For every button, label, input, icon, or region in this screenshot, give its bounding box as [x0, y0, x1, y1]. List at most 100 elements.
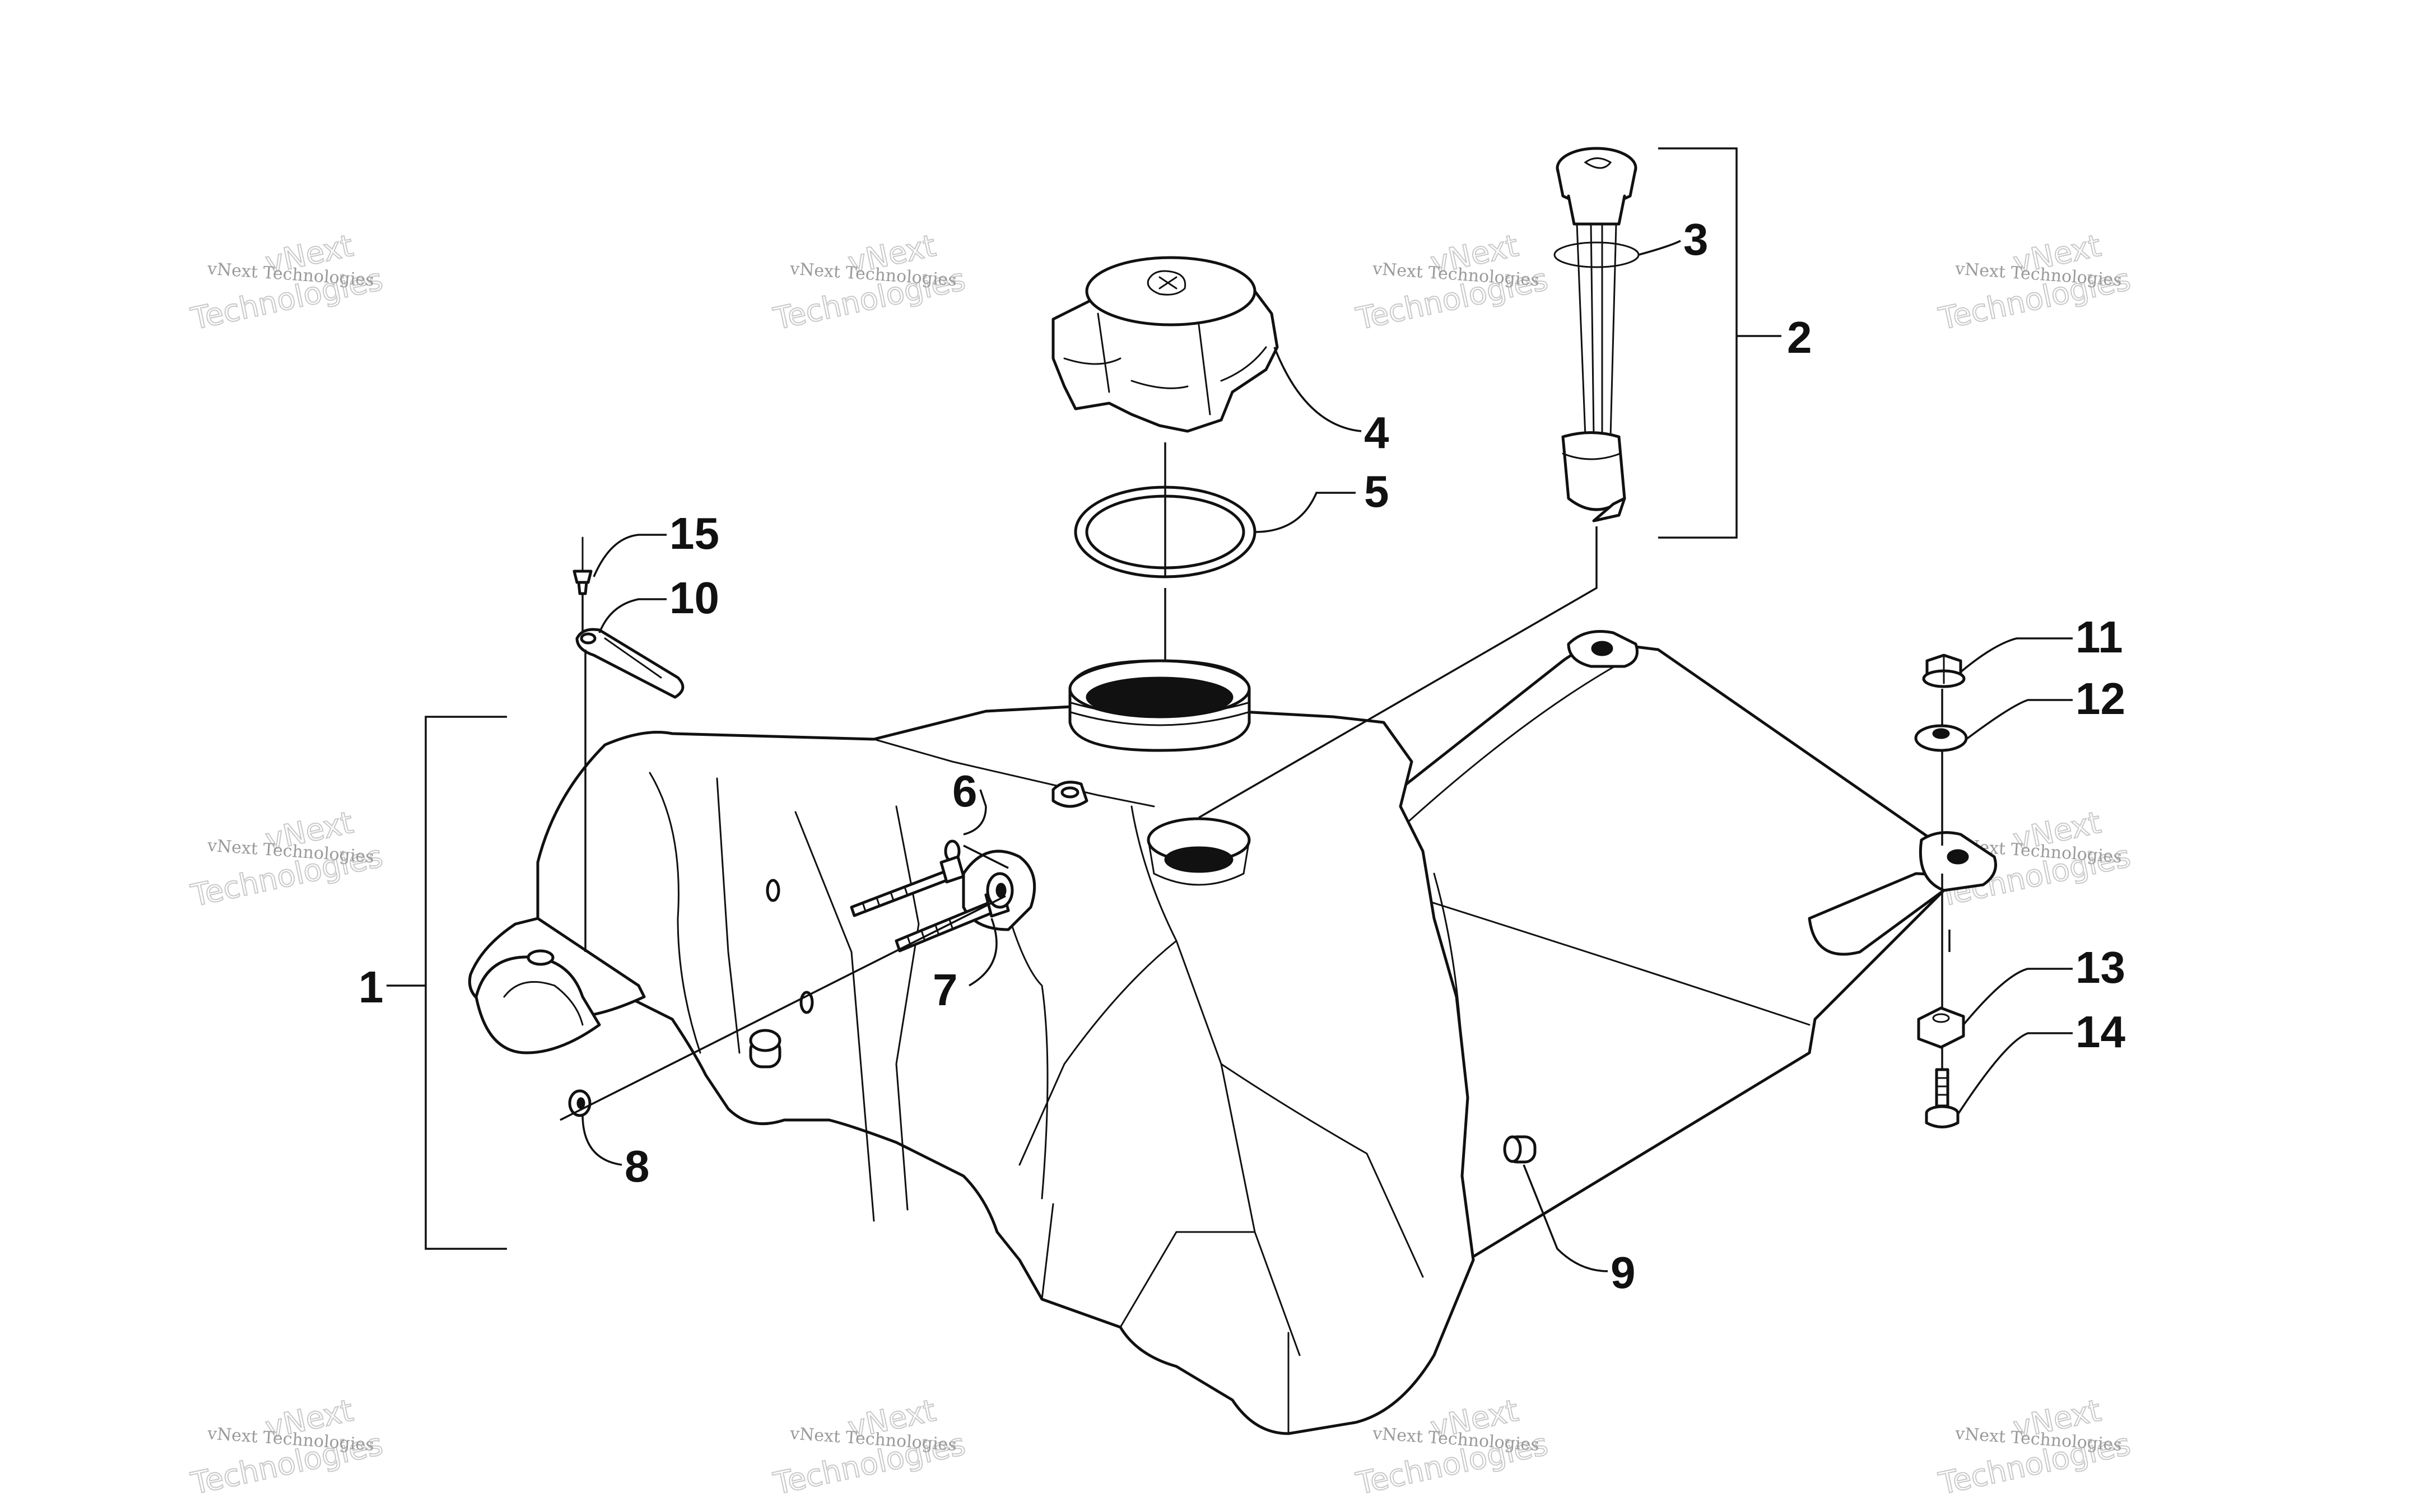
leader-5 [1254, 492, 1356, 533]
tank-vent-hole [1060, 786, 1079, 799]
hex-bolt-shank [1935, 1068, 1949, 1108]
watermark: vNext Technologies vNext Technologies [770, 1392, 969, 1502]
tank-contour [716, 777, 741, 1054]
fuel-tank [468, 630, 1997, 1435]
assembly-lines [560, 442, 1951, 1121]
tank-contour [1018, 940, 1178, 1166]
gauge-cap-detail [1584, 157, 1612, 169]
rivet-body [577, 581, 588, 595]
leader-9 [1523, 1164, 1608, 1272]
tank-front-mount-hole [1591, 641, 1613, 656]
tank-contour [794, 811, 875, 1222]
fuel-gauge-sender [1553, 147, 1640, 522]
leader-6 [963, 789, 987, 836]
callout-7: 7 [933, 965, 958, 1015]
gauge-oring [1553, 241, 1640, 268]
flange-nut [1922, 654, 1966, 688]
leader-12 [1965, 699, 2073, 740]
leader-2-bracket [1658, 147, 1738, 539]
gauge-neck [1567, 194, 1626, 226]
strap-body [575, 628, 685, 699]
callout-3: 3 [1683, 214, 1709, 264]
assembly-line [560, 895, 1006, 1121]
leader-10 [598, 598, 667, 633]
leader-13 [1962, 968, 2073, 1026]
watermark: vNext Technologies vNext Technologies [1352, 227, 1551, 337]
flat-washer [1914, 724, 1968, 752]
strap [575, 628, 685, 699]
washer [986, 872, 1014, 909]
tank-rear-mount-hole [1947, 849, 1969, 865]
tank-contour [1119, 1231, 1256, 1328]
filler-neck-opening [1086, 676, 1234, 718]
callout-10: 10 [669, 573, 719, 623]
leader-7 [969, 918, 998, 987]
strap-hole [580, 632, 597, 645]
leader-1-bracket [425, 716, 507, 1250]
hex-bolt-head-side [1925, 1112, 1960, 1128]
tank-contour [649, 772, 701, 1054]
callout-4: 4 [1364, 408, 1389, 458]
callout-11: 11 [2075, 612, 2123, 662]
gauge-float [1561, 431, 1626, 511]
tank-contour [1220, 1063, 1424, 1278]
gauge-rod [1576, 223, 1586, 438]
gas-cap-logo [1158, 276, 1178, 290]
gas-cap [1051, 256, 1279, 433]
gas-cap-grip [1063, 346, 1267, 389]
watermark: vNext Technologies vNext Technologies [770, 227, 969, 337]
tank-mount-hole [527, 949, 555, 966]
tank-contour [996, 872, 1049, 1200]
callouts: 1 2 3 4 5 6 7 8 9 10 11 12 13 14 15 [359, 214, 2125, 1298]
gauge-float-ring [1562, 452, 1621, 460]
long-bolt [850, 855, 965, 917]
hex-bolt-thread [1935, 1077, 1949, 1096]
hex-nut-hole [1932, 1013, 1950, 1023]
leader-14 [1957, 1032, 2073, 1115]
tank-boss-top [749, 1029, 781, 1052]
gauge-rod [1609, 223, 1617, 438]
tank-main-body [536, 702, 1475, 1435]
gas-cap-logo [1147, 270, 1186, 296]
tank-saddle-contour [1399, 660, 1626, 830]
rivet-head [573, 570, 593, 584]
tank-mount-hook-inner [503, 981, 584, 1026]
tank-drain-fitting-end [1503, 1135, 1522, 1163]
filler-neck-thread [1070, 711, 1249, 726]
tank-contour [1041, 1203, 1054, 1300]
callout-8: 8 [625, 1141, 650, 1191]
leader-8 [581, 1114, 622, 1166]
filler-neck [1068, 659, 1251, 752]
tank-hole [766, 879, 780, 902]
gauge-tip [1592, 497, 1626, 522]
bolt-thread [906, 918, 954, 948]
bolt-thread [862, 886, 909, 912]
gauge-rod [1590, 223, 1595, 438]
sender-port-opening [1164, 846, 1234, 873]
tank-rear-saddle [1376, 642, 1962, 1262]
hex-bolt [1925, 1068, 1960, 1128]
rivet [573, 536, 593, 595]
callout-13: 13 [2075, 942, 2125, 992]
assembly-line [963, 844, 1009, 869]
gas-cap-top [1085, 256, 1256, 326]
flat-washer-inner [1932, 728, 1950, 739]
tank-contour [873, 738, 1155, 808]
watermark: vNext Technologies vNext Technologies [187, 227, 386, 337]
tank-saddle-edge [1411, 895, 1811, 1026]
callout-6: 6 [952, 766, 978, 816]
callout-15: 15 [669, 508, 719, 558]
washer-inner [995, 883, 1007, 898]
watermark: vNext Technologies vNext Technologies [1935, 227, 2134, 337]
bolt-head [939, 855, 965, 884]
tank-mount-strap-hook [474, 955, 601, 1054]
grommet [568, 1089, 592, 1117]
watermark: vNext Technologies vNext Technologies [187, 1392, 386, 1502]
leader-4 [1273, 347, 1362, 432]
callout-1: 1 [359, 962, 384, 1012]
watermark: vNext Technologies vNext Technologies [187, 804, 386, 914]
grommet-inner [576, 1097, 585, 1109]
sender-port-wall [1147, 839, 1250, 886]
gas-cap-grip [1097, 312, 1211, 416]
